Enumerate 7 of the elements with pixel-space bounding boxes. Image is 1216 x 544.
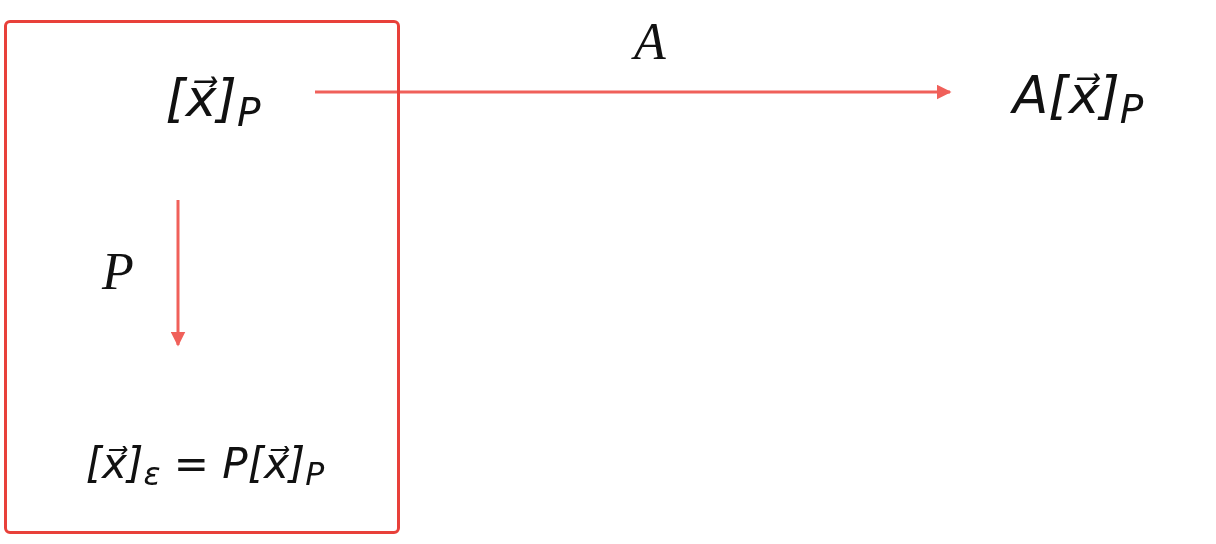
math-expression: A[x⃗]$_{P}$ xyxy=(1012,64,1144,134)
highlight-frame xyxy=(4,20,400,534)
math-expression: [x⃗]$_{P}$ xyxy=(165,67,261,137)
arrow xyxy=(315,84,952,100)
arrow xyxy=(170,200,186,347)
edge-label: P xyxy=(102,246,134,298)
math-expression: [x⃗]$_{ε}$ = P[x⃗]$_{P}$ xyxy=(85,437,325,495)
